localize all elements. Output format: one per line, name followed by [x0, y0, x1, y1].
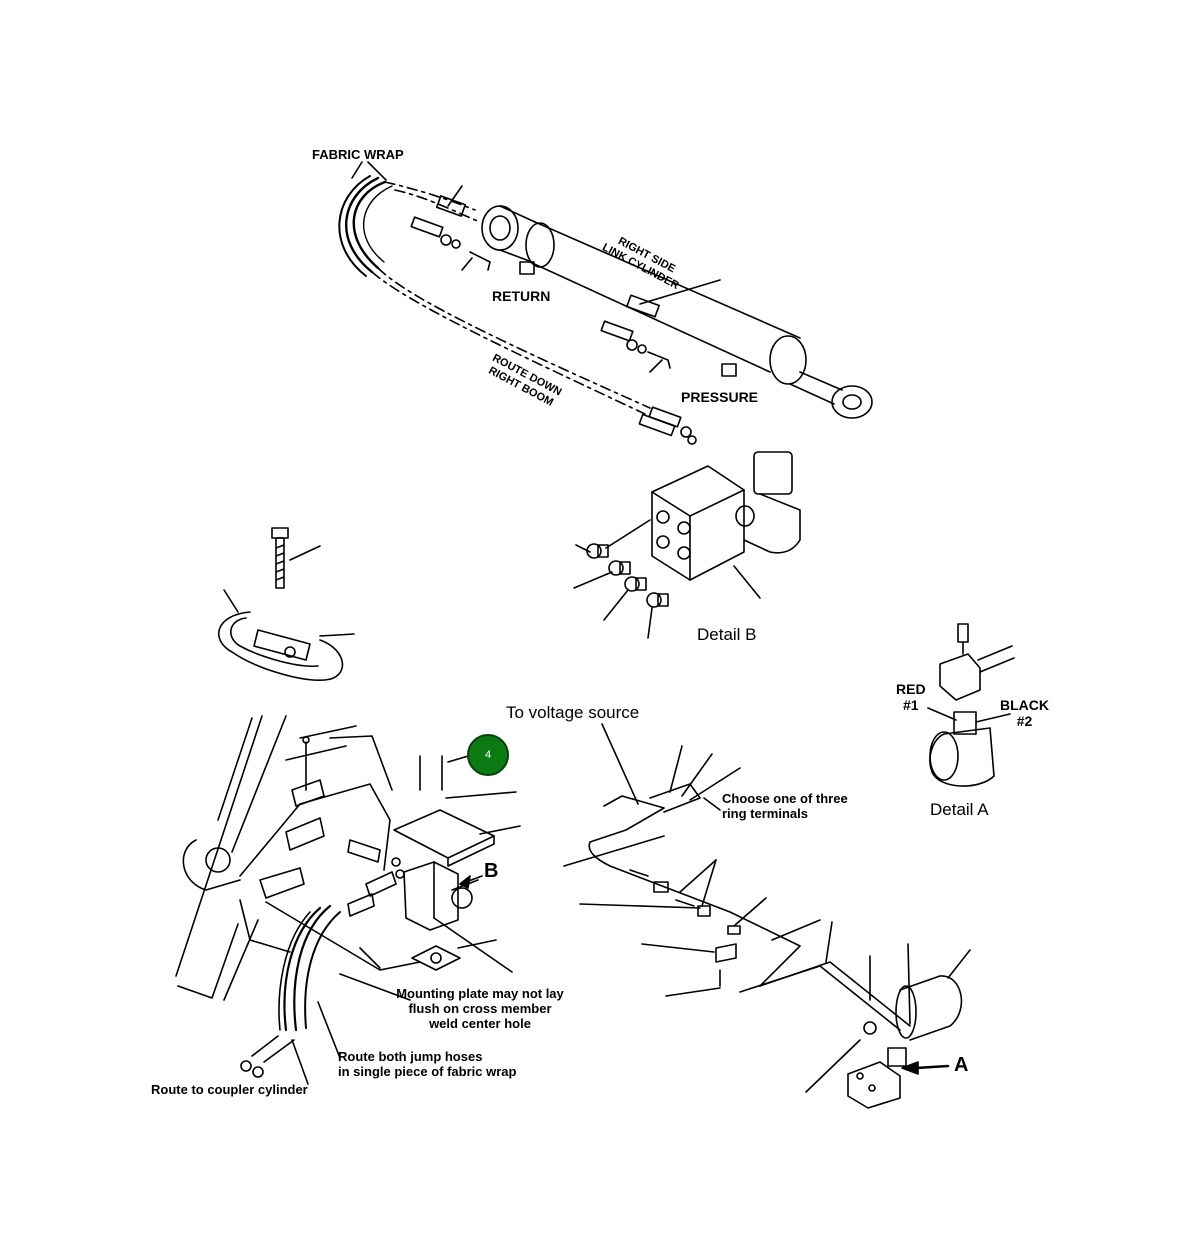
label-red-text: RED	[896, 681, 926, 697]
wiring-harness	[563, 723, 971, 1109]
label-mounting-plate-note: Mounting plate may not lay flush on cros…	[382, 986, 578, 1032]
label-mounting-line1: Mounting plate may not lay	[396, 986, 564, 1001]
label-route-jump-line1: Route both jump hoses	[338, 1049, 483, 1064]
callout-marker[interactable]: 4	[467, 734, 509, 776]
label-red: RED #1	[896, 681, 926, 713]
label-red-num: #1	[902, 697, 919, 714]
label-choose-line1: Choose one of three	[722, 791, 848, 806]
detail-b-valve	[573, 451, 801, 639]
label-route-jump-hoses: Route both jump hoses in single piece of…	[338, 1049, 517, 1080]
label-fabric-wrap: FABRIC WRAP	[312, 147, 404, 162]
callout-number: 4	[484, 749, 492, 761]
label-black-num: #2	[1016, 713, 1033, 730]
label-choose-line2: ring terminals	[722, 805, 808, 821]
label-route-to-coupler: Route to coupler cylinder	[151, 1082, 308, 1097]
label-to-voltage-source: To voltage source	[506, 703, 640, 722]
marker-a: A	[954, 1054, 969, 1076]
label-return: RETURN	[492, 288, 551, 304]
label-black: BLACK #2	[1000, 697, 1049, 729]
label-mounting-line3: weld center hole	[429, 1015, 531, 1031]
label-detail-a: Detail A	[930, 800, 989, 819]
clamp-assembly	[217, 527, 355, 681]
link-cylinder-assembly	[338, 161, 873, 445]
detail-a-solenoid	[927, 623, 1015, 787]
label-mounting-line2: flush on cross member	[408, 1000, 552, 1016]
marker-arrows	[459, 875, 950, 1075]
boom-assembly	[175, 715, 521, 1085]
marker-b: B	[484, 860, 499, 882]
label-detail-b: Detail B	[697, 625, 757, 644]
label-pressure: PRESSURE	[681, 389, 759, 405]
label-black-text: BLACK	[1000, 697, 1049, 713]
label-route-jump-line2: in single piece of fabric wrap	[338, 1063, 517, 1079]
label-choose-ring-terminals: Choose one of three ring terminals	[722, 791, 848, 822]
